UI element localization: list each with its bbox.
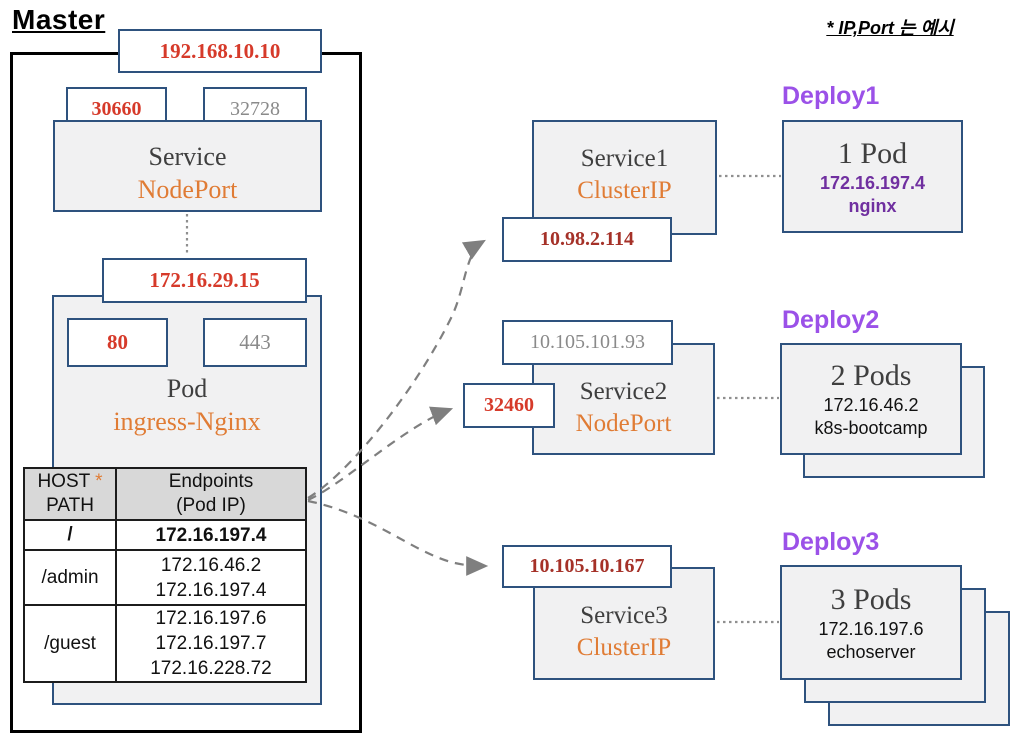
- service3-ip: 10.105.10.167: [529, 555, 645, 577]
- deploy3-label: Deploy3: [782, 528, 880, 556]
- pod-port-primary-box: 80: [67, 318, 168, 367]
- row-path: /admin: [23, 549, 117, 606]
- header-endpoints: Endpoints (Pod IP): [115, 467, 307, 521]
- table-row: /guest 172.16.197.6 172.16.197.7 172.16.…: [23, 604, 307, 683]
- endpoint-ip: 172.16.197.4: [155, 579, 267, 601]
- service1-type: ClusterIP: [577, 176, 672, 204]
- deploy3-pod-box: 3 Pods 172.16.197.6 echoserver: [780, 565, 962, 680]
- pod-ip-box: 172.16.29.15: [102, 258, 307, 303]
- node-ip-value: 192.168.10.10: [159, 38, 281, 63]
- service3-type: ClusterIP: [576, 633, 672, 661]
- header-endpoints-line1: Endpoints: [168, 471, 254, 492]
- deploy1-pod-ip: 172.16.197.4: [819, 172, 926, 193]
- service2-type: NodePort: [575, 410, 672, 437]
- deploy2-app-name: k8s-bootcamp: [814, 418, 928, 438]
- master-service-type: NodePort: [137, 175, 238, 204]
- endpoint-ip: 172.16.197.4: [155, 524, 267, 546]
- pod-ip-value: 172.16.29.15: [149, 268, 260, 292]
- endpoint-ip: 172.16.46.2: [160, 554, 262, 576]
- deploy3-pod-ip: 172.16.197.6: [818, 618, 924, 639]
- row-path: /guest: [23, 604, 117, 683]
- service2-nodeport: 32460: [484, 394, 534, 416]
- example-note: * IP,Port 는 예시: [826, 18, 954, 38]
- master-service-name: Service: [148, 142, 227, 171]
- service1-ip: 10.98.2.114: [540, 228, 634, 250]
- service2-nodeport-box: 32460: [463, 383, 555, 428]
- endpoint-ip: 172.16.197.7: [155, 633, 267, 654]
- service2-ip: 10.105.101.93: [530, 331, 645, 353]
- deploy2-pod-box: 2 Pods 172.16.46.2 k8s-bootcamp: [780, 343, 962, 455]
- deploy3-pod-count: 3 Pods: [830, 582, 912, 616]
- endpoint-ip: 172.16.228.72: [150, 658, 272, 679]
- header-star: *: [95, 471, 103, 492]
- header-host: HOST: [37, 471, 90, 492]
- deploy2-pod-ip: 172.16.46.2: [823, 395, 919, 415]
- deploy2-label: Deploy2: [782, 306, 880, 334]
- deploy3-app-name: echoserver: [826, 641, 916, 662]
- service2-ip-box: 10.105.101.93: [502, 320, 673, 365]
- header-host-path: HOST * PATH: [23, 467, 117, 521]
- master-service-box: Service NodePort: [53, 120, 322, 212]
- ingress-routing-table: HOST * PATH Endpoints (Pod IP) / 172.16.…: [23, 467, 307, 683]
- pod-port-secondary-box: 443: [203, 318, 307, 367]
- row-endpoints: 172.16.197.6 172.16.197.7 172.16.228.72: [115, 604, 307, 683]
- service3-ip-box: 10.105.10.167: [502, 545, 672, 588]
- master-title: Master: [12, 4, 106, 35]
- row-path: /: [23, 519, 117, 551]
- header-endpoints-line2: (Pod IP): [176, 495, 246, 516]
- service3-name: Service3: [580, 601, 668, 629]
- deploy2-pod-count: 2 Pods: [830, 359, 912, 392]
- header-path: PATH: [46, 495, 94, 516]
- service1-ip-box: 10.98.2.114: [502, 217, 672, 262]
- deploy1-app-name: nginx: [848, 195, 897, 216]
- deploy1-label: Deploy1: [782, 82, 880, 110]
- pod-port-secondary: 443: [239, 330, 271, 354]
- service1-name: Service1: [580, 144, 669, 172]
- row-endpoints: 172.16.46.2 172.16.197.4: [115, 549, 307, 606]
- pod-name: Pod: [166, 374, 208, 403]
- pod-label-group: Pod ingress-Nginx: [52, 372, 322, 438]
- nodeport-port-secondary: 32728: [230, 98, 280, 120]
- table-row: /admin 172.16.46.2 172.16.197.4: [23, 549, 307, 606]
- deploy1-pod-box: 1 Pod 172.16.197.4 nginx: [782, 120, 963, 233]
- service2-name: Service2: [579, 378, 668, 405]
- nodeport-port-primary: 30660: [91, 98, 142, 120]
- deploy1-pod-count: 1 Pod: [837, 136, 908, 170]
- node-ip-box: 192.168.10.10: [118, 29, 322, 73]
- table-header-row: HOST * PATH Endpoints (Pod IP): [23, 467, 307, 521]
- pod-app-name: ingress-Nginx: [113, 407, 261, 436]
- pod-port-primary: 80: [107, 330, 128, 354]
- endpoint-ip: 172.16.197.6: [155, 608, 267, 629]
- table-row: / 172.16.197.4: [23, 519, 307, 551]
- row-endpoints: 172.16.197.4: [115, 519, 307, 551]
